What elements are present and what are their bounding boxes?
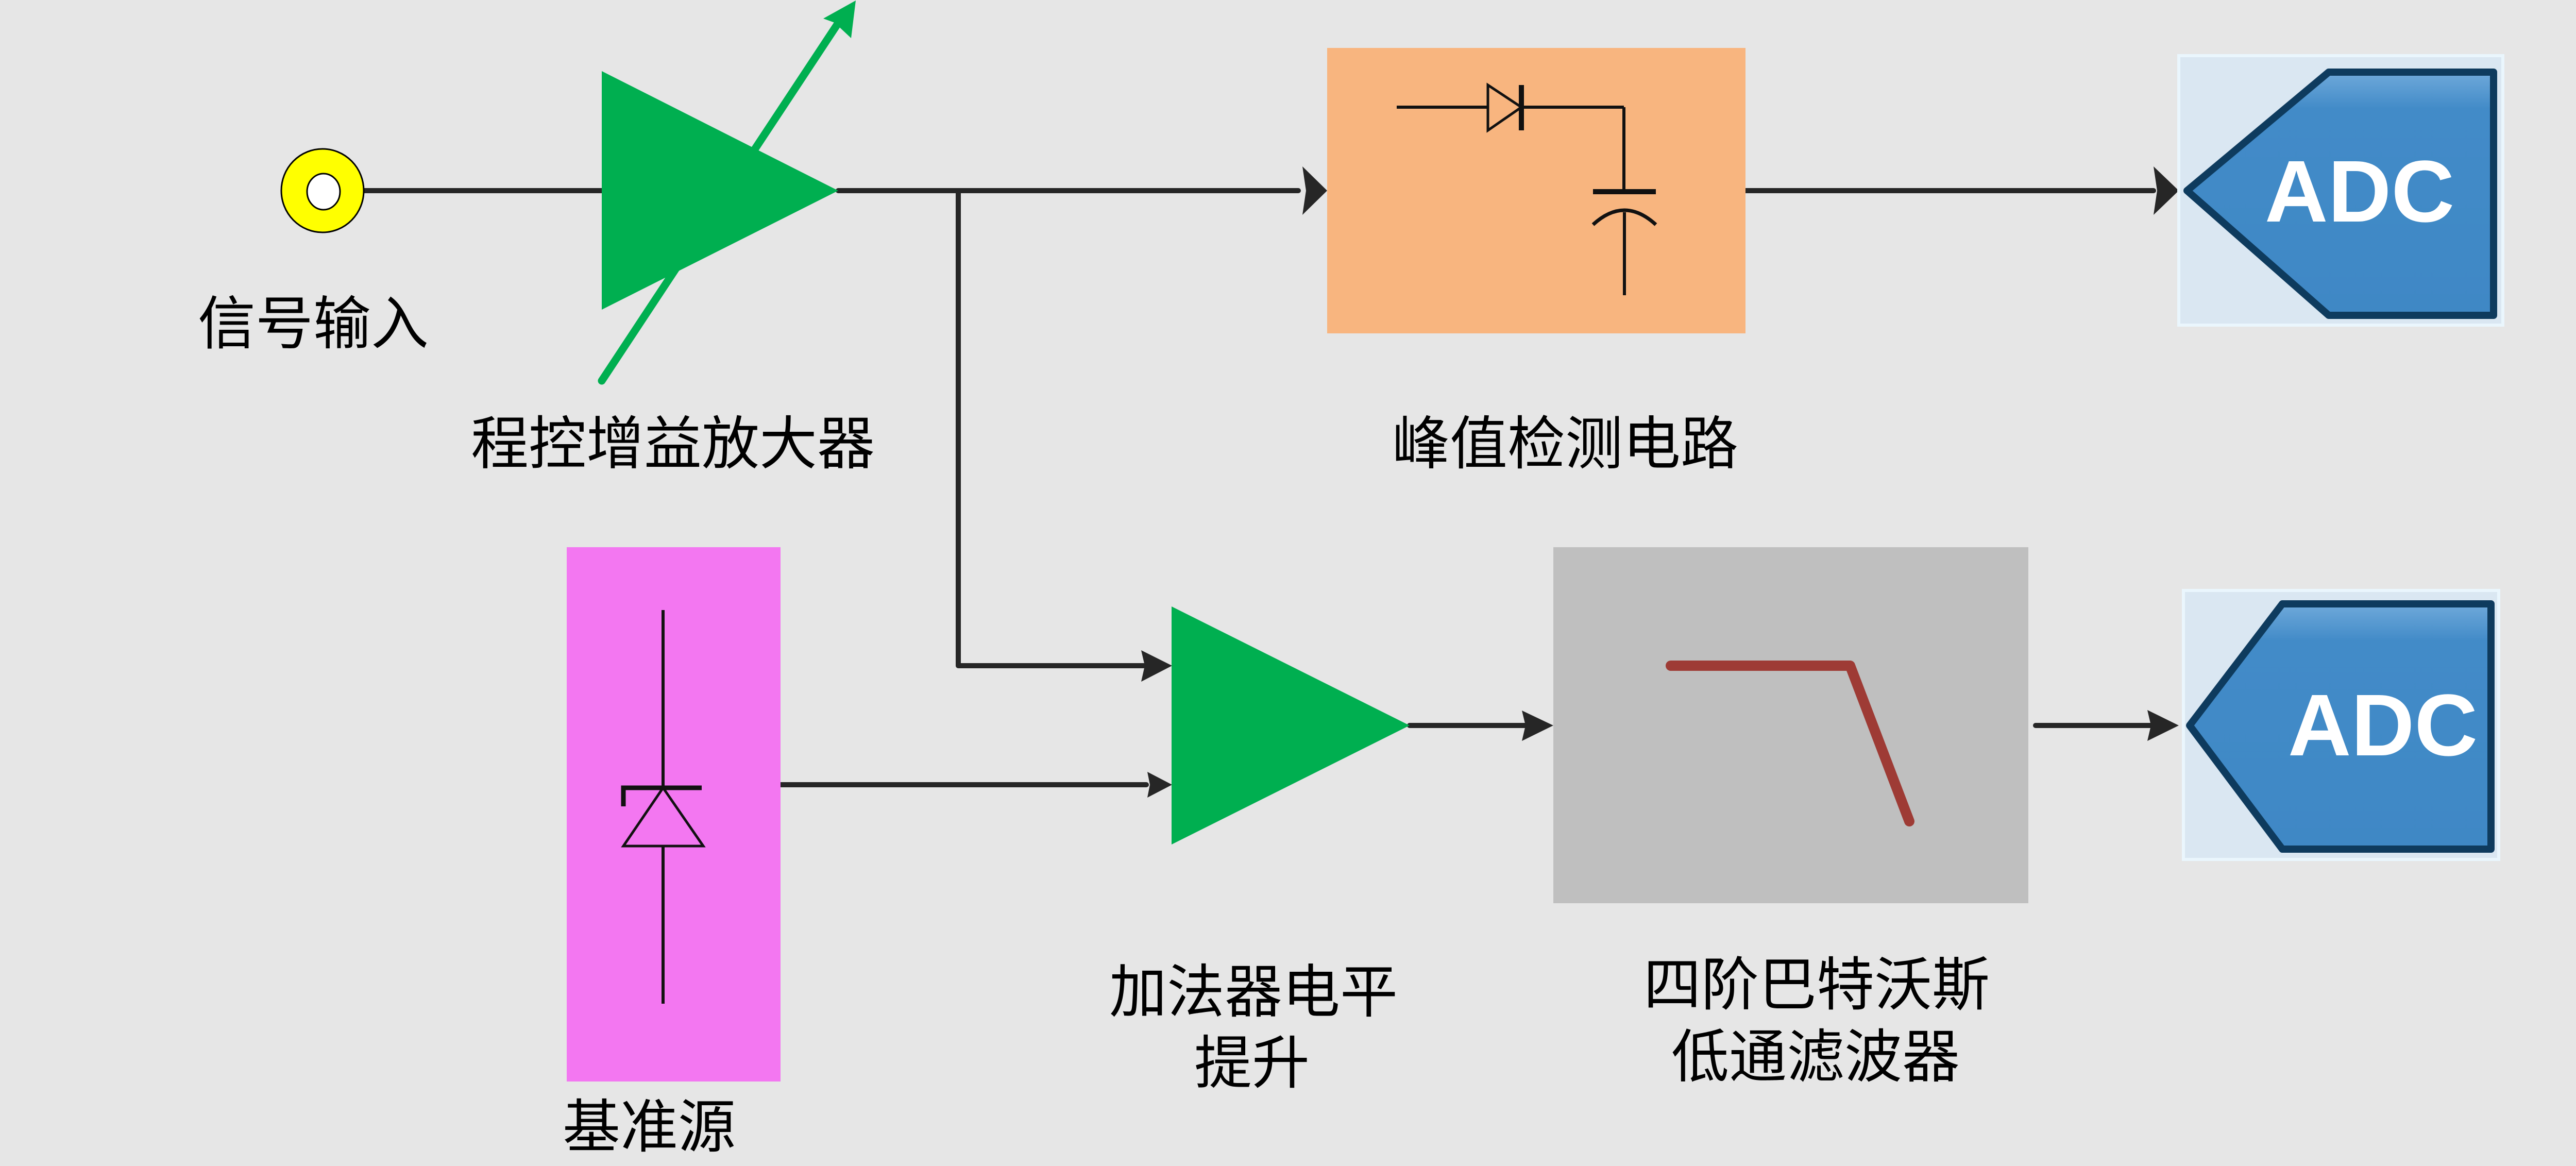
adder-node: 加法器电平 提升 bbox=[1109, 606, 1410, 1097]
filter-label-line2: 低通滤波器 bbox=[1671, 1024, 1960, 1091]
amplifier-icon bbox=[1172, 606, 1410, 844]
gain-control-arrow-shaft bbox=[598, 16, 844, 385]
peak-detector-label: 峰值检测电路 bbox=[1392, 411, 1738, 478]
variable-gain-amplifier-icon bbox=[602, 71, 838, 310]
reference-node: 基准源 bbox=[563, 547, 781, 1161]
gain-control-arrowhead bbox=[823, 1, 856, 38]
signal-input-label: 信号输入 bbox=[198, 291, 429, 358]
adc-arrow-icon bbox=[2186, 600, 2495, 853]
arrowhead-adder-input-2 bbox=[1147, 772, 1172, 798]
connector-jack-icon bbox=[280, 148, 365, 233]
pga-node: 程控增益放大器 bbox=[471, 1, 875, 478]
adder-label-line2: 提升 bbox=[1194, 1030, 1310, 1097]
adc-bottom-label: ADC bbox=[2288, 677, 2478, 774]
arrowhead-peak-input bbox=[1302, 166, 1327, 215]
peak-detector-node: 峰值检测电路 bbox=[1327, 48, 1745, 478]
signal-input-node: 信号输入 bbox=[198, 148, 429, 358]
adc-top-label: ADC bbox=[2265, 143, 2454, 241]
adc-arrow-icon bbox=[2183, 69, 2497, 319]
peak-detector-block bbox=[1327, 48, 1745, 333]
adc-top-node: ADC bbox=[2177, 54, 2504, 327]
filter-block bbox=[1553, 547, 2028, 903]
pga-label: 程控增益放大器 bbox=[471, 411, 875, 478]
filter-label-line1: 四阶巴特沃斯 bbox=[1643, 952, 1990, 1019]
lowpass-response-icon bbox=[1666, 661, 1914, 826]
filter-node: 四阶巴特沃斯 低通滤波器 bbox=[1553, 547, 2028, 1091]
arrowhead-adc-bottom-input bbox=[2147, 710, 2179, 741]
adder-label-line1: 加法器电平 bbox=[1109, 959, 1398, 1026]
arrowhead-filter-input bbox=[1522, 711, 1553, 741]
reference-block bbox=[567, 547, 781, 1081]
adc-bottom-node: ADC bbox=[2182, 589, 2500, 861]
diode-capacitor-icon bbox=[1397, 82, 1657, 295]
arrowhead-adc-top-input bbox=[2154, 166, 2179, 215]
zener-diode-icon bbox=[621, 610, 706, 1004]
wire-branch-to-adder bbox=[956, 188, 1146, 668]
wires bbox=[361, 166, 2179, 798]
arrowhead-adder-input-1 bbox=[1141, 650, 1172, 682]
reference-label: 基准源 bbox=[563, 1094, 736, 1161]
